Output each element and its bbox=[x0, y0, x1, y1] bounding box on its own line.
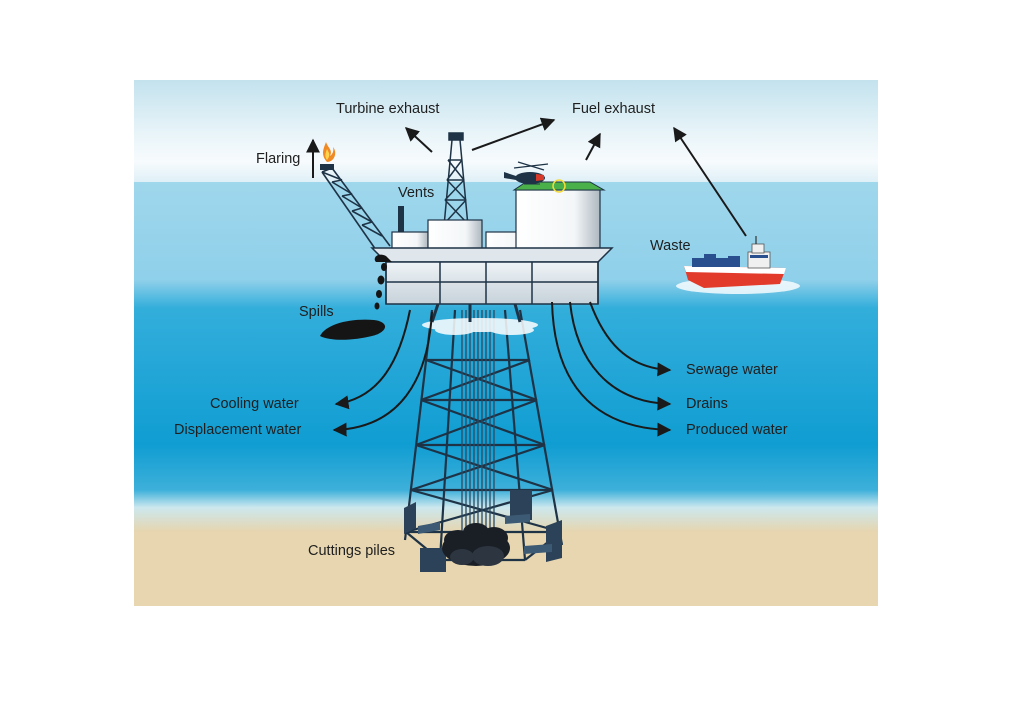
vent-pipe bbox=[398, 206, 404, 236]
label-spills: Spills bbox=[299, 304, 334, 320]
cooling-water-arrow bbox=[334, 309, 411, 410]
platform-deck bbox=[370, 247, 614, 305]
label-sewage-water: Sewage water bbox=[686, 362, 778, 378]
label-turbine-exhaust: Turbine exhaust bbox=[336, 101, 440, 117]
drains-arrow bbox=[569, 301, 672, 411]
label-displacement-water: Displacement water bbox=[174, 422, 302, 438]
label-vents: Vents bbox=[398, 185, 435, 201]
oil-spill bbox=[320, 254, 392, 340]
supply-ship bbox=[676, 236, 800, 294]
sewage-water-arrow bbox=[589, 301, 672, 377]
label-drains: Drains bbox=[686, 396, 728, 412]
label-flaring: Flaring bbox=[256, 151, 301, 167]
produced-water-arrow bbox=[551, 301, 672, 437]
label-produced-water: Produced water bbox=[686, 422, 788, 438]
cuttings-pile bbox=[442, 523, 510, 566]
platform-legs bbox=[430, 303, 522, 323]
fuel-exhaust-arrow-2 bbox=[585, 132, 601, 161]
flare-boom bbox=[321, 167, 391, 251]
displacement-water-arrow bbox=[332, 311, 433, 437]
discharge-arrows bbox=[332, 301, 672, 437]
foundation-pads bbox=[404, 490, 562, 572]
waste-to-exhaust-arrow bbox=[673, 126, 747, 237]
label-cooling-water: Cooling water bbox=[210, 396, 299, 412]
fuel-exhaust-arrow-1 bbox=[471, 117, 556, 151]
helicopter bbox=[504, 161, 549, 185]
turbine-exhaust-arrow bbox=[404, 127, 433, 153]
flare-tip bbox=[320, 142, 336, 170]
label-cuttings-piles: Cuttings piles bbox=[308, 543, 396, 559]
label-fuel-exhaust: Fuel exhaust bbox=[572, 101, 656, 117]
surface-splash bbox=[422, 318, 538, 335]
emission-arrows bbox=[306, 117, 747, 237]
label-waste: Waste bbox=[650, 238, 691, 254]
sky bbox=[134, 80, 878, 182]
drilling-derrick bbox=[443, 132, 469, 227]
